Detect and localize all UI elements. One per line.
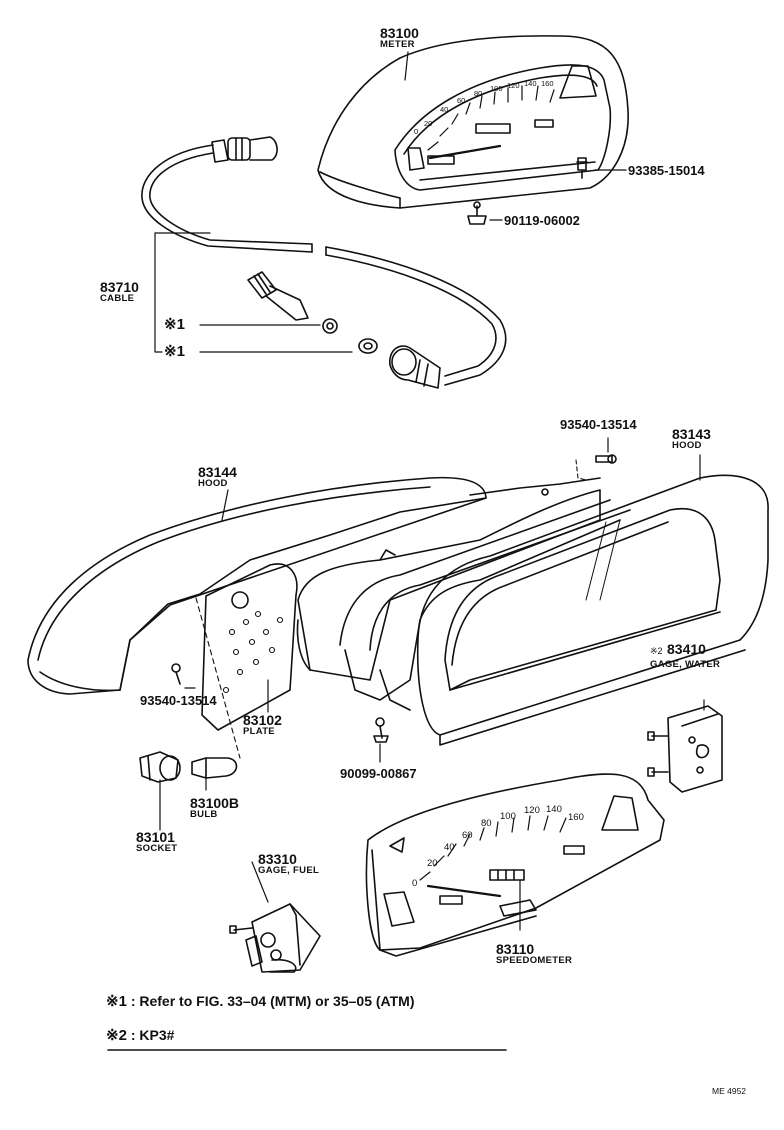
part-number: 83110 [496, 941, 535, 957]
label-83144: 83144 HOOD [198, 465, 237, 489]
socket-83101 [139, 751, 181, 783]
svg-text:120: 120 [524, 805, 540, 816]
part-name: BULB [190, 809, 218, 820]
label-93540-top: 93540-13514 [560, 417, 637, 432]
label-83110: 83110 SPEEDOMETER [496, 942, 572, 966]
part-name: SPEEDOMETER [496, 955, 573, 966]
label-83101: 83101 SOCKET [136, 830, 177, 854]
svg-text:40: 40 [444, 842, 455, 853]
svg-text:80: 80 [474, 89, 482, 98]
part-number: 83144 [198, 464, 237, 480]
fuel-gage-83310 [229, 903, 321, 973]
label-83410: ※2 83410 GAGE, WATER [650, 642, 720, 670]
leader-lines [159, 51, 705, 931]
label-83143: 83143 HOOD [672, 427, 711, 451]
screw-93385 [576, 157, 627, 179]
part-number: 83143 [672, 426, 711, 442]
note-2: ※2 : KP3# [106, 1026, 174, 1044]
label-83710: 83710 CABLE [100, 280, 139, 304]
label-83100B: 83100B BULB [190, 796, 239, 820]
part-number: 83102 [243, 712, 282, 728]
svg-text:160: 160 [541, 79, 554, 88]
part-name: SOCKET [136, 843, 178, 854]
svg-text:140: 140 [524, 79, 537, 88]
bulb-83100B [191, 757, 238, 779]
svg-text:20: 20 [427, 858, 438, 869]
ref-mark-1b: ※1 [164, 343, 185, 360]
part-name: METER [380, 39, 415, 50]
svg-text:120: 120 [507, 81, 520, 90]
case-layers [296, 477, 631, 711]
part-name: HOOD [672, 440, 702, 451]
speedometer-83110: 0 20 40 60 80 100 120 140 160 [365, 773, 665, 957]
svg-text:20: 20 [424, 119, 432, 128]
label-83310: 83310 GAGE, FUEL [258, 852, 319, 876]
part-number: 83100 [380, 25, 419, 41]
part-name: CABLE [100, 293, 135, 304]
part-number: 83100B [190, 795, 240, 811]
note-text: : Refer to FIG. 33–04 (MTM) or 35–05 (AT… [130, 993, 415, 1009]
svg-text:0: 0 [412, 878, 417, 889]
part-name: HOOD [198, 478, 228, 489]
part-name: GAGE, FUEL [258, 865, 320, 876]
part-name: PLATE [243, 726, 275, 737]
note-1: ※1 : Refer to FIG. 33–04 (MTM) or 35–05 … [106, 992, 415, 1010]
label-83100: 83100 METER [380, 26, 419, 50]
screw-93540-top [575, 437, 617, 481]
svg-text:100: 100 [500, 811, 516, 822]
svg-text:80: 80 [481, 818, 492, 829]
screw-93540-left [171, 663, 196, 689]
hood-83144 [27, 476, 487, 695]
cable-bracket [154, 232, 353, 353]
kp3-mark: ※2 [650, 646, 663, 656]
svg-text:60: 60 [457, 96, 465, 105]
label-90099: 90099-00867 [340, 766, 417, 781]
water-gage-83410 [647, 705, 723, 793]
svg-text:0: 0 [414, 127, 418, 136]
svg-text:60: 60 [462, 830, 473, 841]
label-83102: 83102 PLATE [243, 713, 282, 737]
driven-gear-parts [247, 271, 378, 354]
plate-83102 [195, 563, 298, 759]
meter-dial-numbers: 20 40 60 80 100 120 140 160 0 [414, 79, 554, 136]
label-93385: 93385-15014 [628, 163, 705, 178]
part-number: 83101 [136, 829, 175, 845]
svg-text:140: 140 [546, 804, 562, 815]
note-mark: ※2 [106, 1027, 127, 1044]
label-90119: 90119-06002 [504, 213, 580, 228]
part-number: 83710 [100, 279, 139, 295]
svg-text:40: 40 [440, 105, 448, 114]
svg-text:100: 100 [490, 84, 503, 93]
figure-code: ME 4952 [712, 1086, 747, 1096]
part-number: 83410 [667, 641, 706, 657]
part-number: 83310 [258, 851, 297, 867]
note-mark: ※1 [106, 993, 127, 1010]
part-name: GAGE, WATER [650, 659, 721, 670]
screw-90119 [467, 201, 503, 225]
speedometer-dial-numbers: 0 20 40 60 80 100 120 140 160 [412, 804, 584, 889]
svg-text:160: 160 [568, 812, 584, 823]
ref-mark-1a: ※1 [164, 316, 185, 333]
meter-assembly: 20 40 60 80 100 120 140 160 0 [317, 35, 629, 209]
speedometer-cable [141, 136, 507, 389]
label-93540-left: 93540-13514 [140, 693, 217, 708]
note-text: : KP3# [130, 1027, 175, 1043]
hood-83143 [416, 474, 769, 746]
screw-90099 [373, 717, 389, 743]
